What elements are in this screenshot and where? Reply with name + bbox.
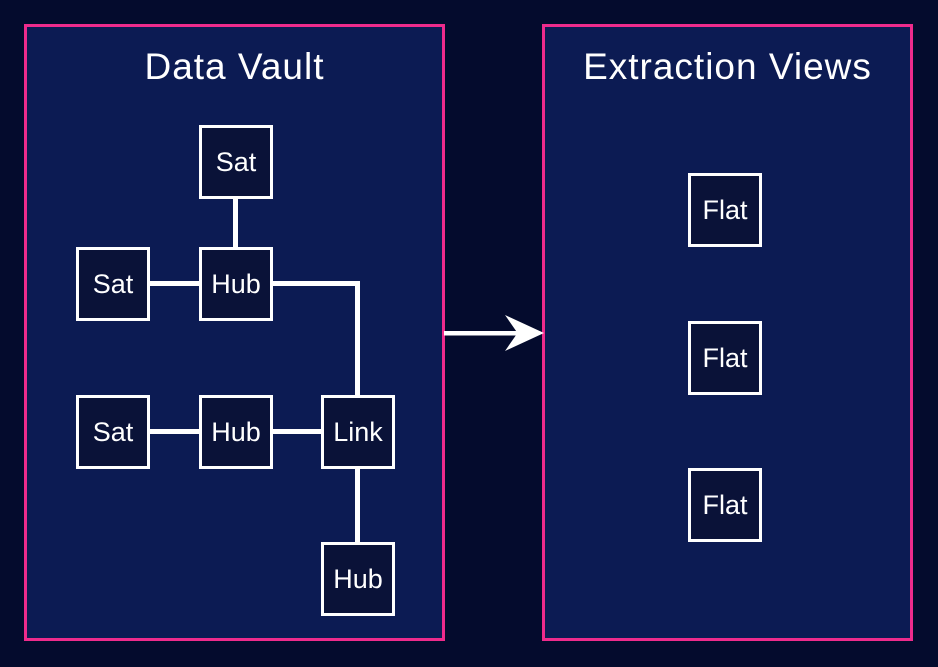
data-vault-title: Data Vault bbox=[144, 46, 325, 87]
node-sat-left-lower: Sat bbox=[76, 395, 150, 469]
edge-link-hub-bottom bbox=[355, 467, 360, 544]
edge-hub-upper-link-horizontal bbox=[271, 281, 360, 286]
node-hub-lower: Hub bbox=[199, 395, 273, 469]
flow-arrow-icon bbox=[444, 315, 544, 351]
node-flat-1: Flat bbox=[688, 173, 762, 247]
edge-hub-upper-link-vertical bbox=[355, 281, 360, 397]
edge-sat-left-lower-hub-lower bbox=[148, 429, 201, 434]
extraction-views-title: Extraction Views bbox=[583, 46, 872, 87]
node-hub-upper: Hub bbox=[199, 247, 273, 321]
edge-hub-lower-link bbox=[271, 429, 323, 434]
node-sat-top: Sat bbox=[199, 125, 273, 199]
node-hub-bottom: Hub bbox=[321, 542, 395, 616]
node-flat-2: Flat bbox=[688, 321, 762, 395]
node-sat-left-upper: Sat bbox=[76, 247, 150, 321]
edge-sat-left-upper-hub-upper bbox=[148, 281, 201, 286]
edge-sat-top-hub-upper bbox=[233, 197, 238, 249]
node-flat-3: Flat bbox=[688, 468, 762, 542]
node-link: Link bbox=[321, 395, 395, 469]
